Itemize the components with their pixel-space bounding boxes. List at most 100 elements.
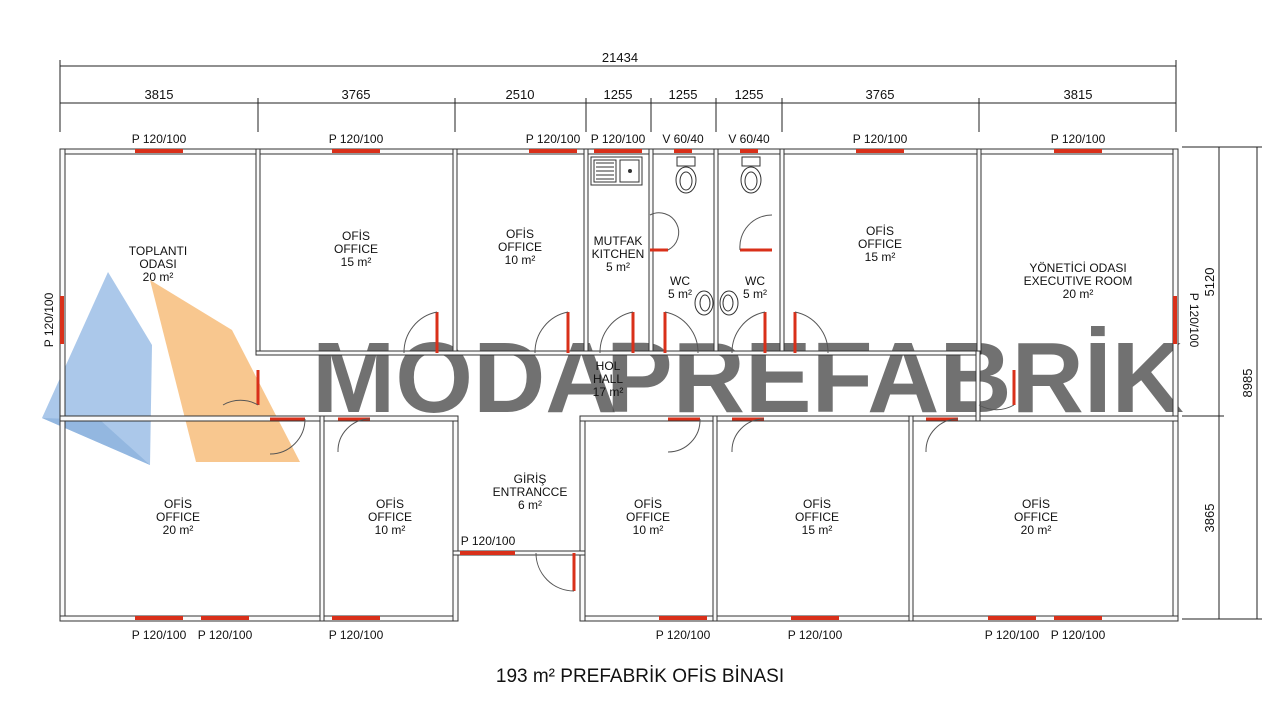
window-label: P 120/100: [656, 628, 711, 642]
room-label: OFFICE: [858, 237, 902, 251]
room-label: 6 m²: [518, 498, 542, 512]
window-label: P 120/100: [132, 628, 187, 642]
dimension-segment: 1255: [669, 87, 698, 102]
dimension-segment: 3815: [145, 87, 174, 102]
door: [403, 311, 439, 354]
room-label: WC: [745, 274, 765, 288]
room-label: EXECUTIVE ROOM: [1024, 274, 1133, 288]
watermark-text-prefabrik: PREFABRİK: [606, 322, 1184, 434]
door: [793, 311, 829, 354]
dimension-labels: 21434 3815 3765 2510 1255 1255 1255 3765 3815 898…: [145, 50, 1255, 532]
door: [925, 417, 959, 453]
room-label: 20 m²: [163, 523, 194, 537]
room-label: OFFICE: [626, 510, 670, 524]
room-label: OFİS: [376, 497, 404, 511]
room-label: ENTRANCCE: [493, 485, 568, 499]
dimension-segment: 2510: [506, 87, 535, 102]
door: [978, 370, 1016, 411]
dimension-height-segment: 5120: [1202, 268, 1217, 297]
window-label-right: P 120/100: [1187, 293, 1201, 348]
dimension-height-segment: 3865: [1202, 504, 1217, 533]
room-label: OFFICE: [368, 510, 412, 524]
door: [269, 417, 306, 455]
window-label: P 120/100: [132, 132, 187, 146]
room-label: OFİS: [164, 497, 192, 511]
room-label: OFİS: [342, 229, 370, 243]
room-label: OFFICE: [156, 510, 200, 524]
room-label: 10 m²: [633, 523, 664, 537]
room-label: 17 m²: [593, 385, 624, 399]
door: [739, 214, 773, 252]
toilet-icon: [675, 156, 697, 194]
room-label: 5 m²: [668, 287, 692, 301]
room-label: TOPLANTI: [129, 244, 187, 258]
dimension-total-height: 8985: [1240, 369, 1255, 398]
door: [535, 552, 576, 592]
dimension-segment: 1255: [735, 87, 764, 102]
room-label: OFİS: [1022, 497, 1050, 511]
room-label: 5 m²: [606, 260, 630, 274]
room-label: 15 m²: [865, 250, 896, 264]
dimension-segment: 3815: [1064, 87, 1093, 102]
room-label: 20 m²: [143, 270, 174, 284]
dimension-segment: 3765: [866, 87, 895, 102]
room-label: 15 m²: [802, 523, 833, 537]
door: [599, 311, 635, 354]
door: [663, 311, 699, 354]
dimension-lines: [59, 60, 1262, 620]
washbasin-icon: [694, 290, 714, 316]
door: [222, 370, 260, 406]
door: [649, 212, 680, 252]
windows-side: [60, 296, 1177, 555]
room-label: 10 m²: [375, 523, 406, 537]
room-label: 20 m²: [1021, 523, 1052, 537]
room-label: OFİS: [634, 497, 662, 511]
room-label: 5 m²: [743, 287, 767, 301]
dimension-total-width: 21434: [602, 50, 638, 65]
watermark-mountain-orange: [150, 280, 300, 462]
room-label: ODASI: [139, 257, 176, 271]
window-labels: P 120/100 P 120/100 P 120/100 P 120/100 V 60…: [42, 132, 1201, 642]
door: [534, 311, 570, 354]
room-label: GİRİŞ: [514, 472, 547, 486]
room-label: 15 m²: [341, 255, 372, 269]
window-label: P 120/100: [1051, 132, 1106, 146]
room-label: WC: [670, 274, 690, 288]
door: [667, 417, 701, 453]
room-label: OFİS: [506, 227, 534, 241]
room-label: 10 m²: [505, 253, 536, 267]
door: [337, 417, 371, 453]
window-label: P 120/100: [1051, 628, 1106, 642]
room-label: HOL: [596, 359, 621, 373]
window-label: V 60/40: [662, 132, 704, 146]
room-label: OFFICE: [795, 510, 839, 524]
dimension-segment: 3765: [342, 87, 371, 102]
room-label: OFFICE: [1014, 510, 1058, 524]
room-label: OFİS: [803, 497, 831, 511]
window-label: P 120/100: [526, 132, 581, 146]
room-label: YÖNETİCİ ODASI: [1029, 261, 1126, 275]
room-label: 20 m²: [1063, 287, 1094, 301]
washbasin-icon: [719, 290, 739, 316]
window-label-left: P 120/100: [42, 292, 56, 347]
fixtures: [590, 156, 762, 316]
window-label: P 120/100: [985, 628, 1040, 642]
room-label: OFFICE: [498, 240, 542, 254]
dimension-segment: 1255: [604, 87, 633, 102]
window-label: P 120/100: [329, 628, 384, 642]
window-label: P 120/100: [853, 132, 908, 146]
toilet-icon: [740, 156, 762, 194]
window-label: P 120/100: [591, 132, 646, 146]
drawing-title: 193 m² PREFABRİK OFİS BİNASI: [495, 666, 785, 687]
watermark-mountain-blue-2: [42, 418, 150, 465]
room-label: MUTFAK: [594, 234, 643, 248]
window-label: V 60/40: [728, 132, 770, 146]
room-label: OFFICE: [334, 242, 378, 256]
window-label: P 120/100: [198, 628, 253, 642]
room-label: HALL: [593, 372, 623, 386]
kitchen-sink-icon: [590, 156, 643, 186]
window-label-entrance: P 120/100: [461, 534, 516, 548]
door: [731, 417, 765, 453]
